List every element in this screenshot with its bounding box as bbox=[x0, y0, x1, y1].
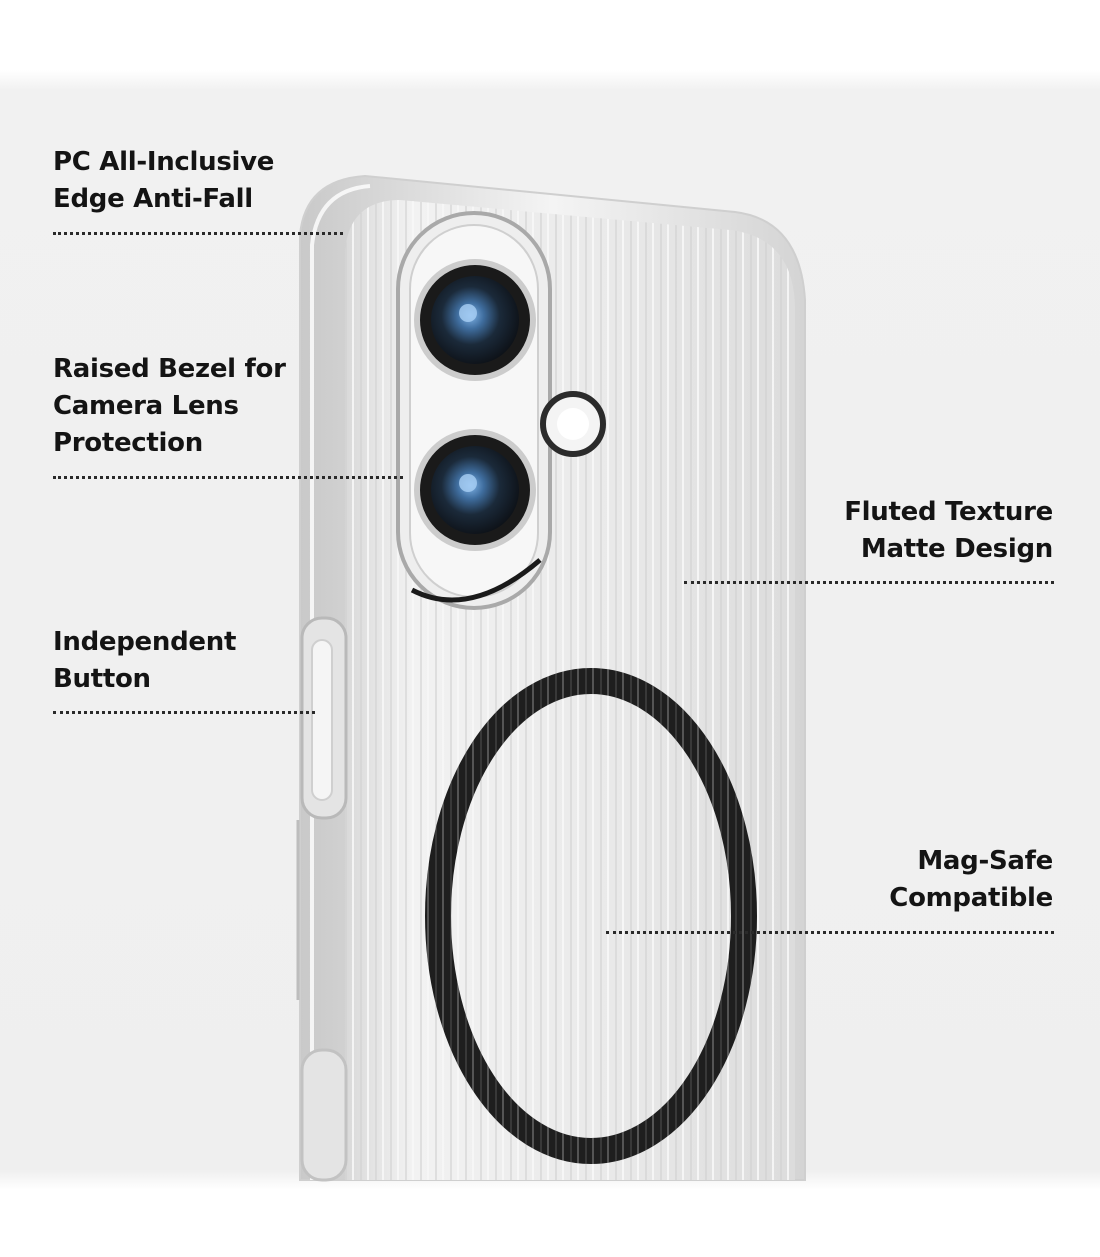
camera-lens bbox=[414, 259, 536, 551]
leader-bezel bbox=[53, 476, 403, 479]
callout-magsafe-line1: Mag-Safe bbox=[917, 846, 1053, 876]
callout-raised-bezel: Raised Bezel for Camera Lens Protection bbox=[53, 351, 286, 462]
callout-button-line2: Button bbox=[53, 664, 151, 694]
leader-button bbox=[53, 711, 315, 714]
callout-independent-button: Independent Button bbox=[53, 624, 236, 698]
callout-edge-anti-fall: PC All-Inclusive Edge Anti-Fall bbox=[53, 144, 274, 218]
leader-texture bbox=[684, 581, 1054, 584]
magsafe-ring bbox=[425, 668, 757, 1164]
callout-texture-line2: Matte Design bbox=[860, 534, 1053, 564]
callout-edge-line2: Edge Anti-Fall bbox=[53, 184, 253, 214]
callout-magsafe: Mag-Safe Compatible bbox=[889, 843, 1053, 917]
callout-texture-line1: Fluted Texture bbox=[844, 497, 1053, 527]
leader-edge bbox=[53, 232, 343, 235]
callout-fluted-texture: Fluted Texture Matte Design bbox=[844, 494, 1053, 568]
callout-bezel-line2: Camera Lens bbox=[53, 391, 239, 421]
callout-edge-line1: PC All-Inclusive bbox=[53, 147, 275, 177]
callout-button-line1: Independent bbox=[53, 627, 237, 657]
callout-bezel-line1: Raised Bezel for bbox=[53, 354, 286, 384]
leader-magsafe bbox=[606, 931, 1054, 934]
callout-magsafe-line2: Compatible bbox=[889, 883, 1053, 913]
callout-bezel-line3: Protection bbox=[53, 428, 203, 458]
